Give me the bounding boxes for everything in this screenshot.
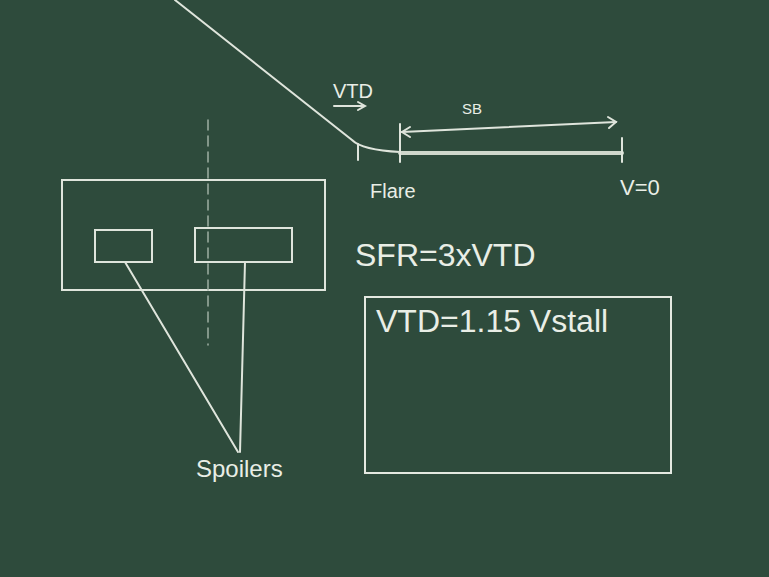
velocity-arrowhead	[358, 102, 365, 110]
distance-arrowhead	[402, 127, 410, 137]
velocity-label: VTD	[333, 80, 373, 102]
runway-line	[400, 151, 622, 155]
velocity-arrow	[334, 105, 364, 107]
speed-label: V=0	[620, 176, 660, 200]
leader-line	[240, 262, 245, 452]
distance-label: SB	[462, 101, 482, 118]
leader-line	[125, 262, 238, 452]
wing-outline	[62, 180, 325, 290]
distance-arrowhead	[608, 117, 616, 128]
equation-text: VTD=1.15 Vstall	[376, 304, 608, 339]
boxed-equation: VTD=1.15 Vstall	[364, 296, 672, 474]
spoiler-panel	[195, 228, 292, 262]
touchdown-tick	[357, 144, 359, 160]
equation-label: SFR=3xVTD	[355, 238, 535, 273]
centre-line	[207, 120, 209, 345]
spoiler-panel	[95, 230, 152, 262]
distance-arrow	[402, 122, 616, 132]
phase-label: Flare	[370, 180, 416, 202]
stop-tick	[621, 138, 623, 162]
spoiler-label: Spoilers	[196, 456, 283, 482]
flare-tick	[399, 124, 401, 162]
